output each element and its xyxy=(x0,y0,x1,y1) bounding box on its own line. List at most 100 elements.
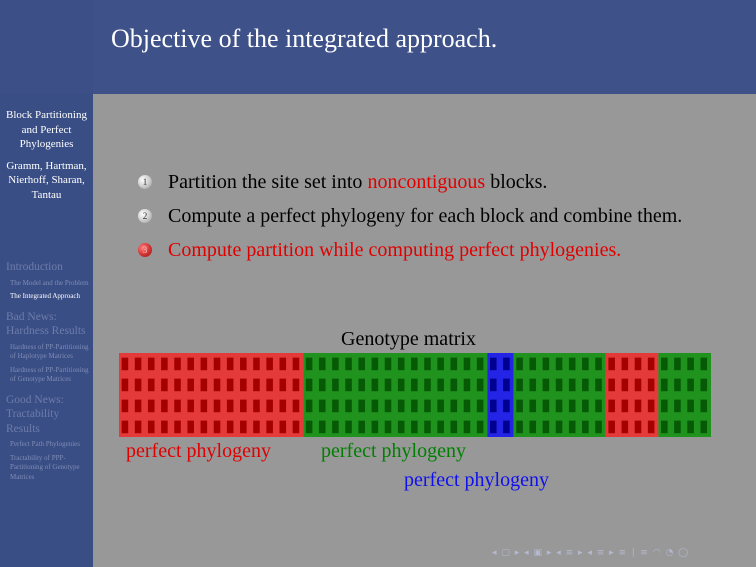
matrix-cell xyxy=(318,399,326,413)
sidebar-item-hardness-genotype[interactable]: Hardness of PP-Partitioning of Genotype … xyxy=(10,365,89,384)
sidebar-section-hardness[interactable]: Bad News: Hardness Results xyxy=(6,310,86,338)
matrix-cell xyxy=(187,357,194,371)
matrix-cell xyxy=(332,378,339,392)
matrix-cell xyxy=(134,357,142,371)
matrix-cell xyxy=(476,378,484,392)
list-item: 1 Partition the site set into noncontigu… xyxy=(137,168,737,196)
matrix-cell xyxy=(608,420,615,434)
matrix-cell xyxy=(595,378,602,392)
matrix-cell xyxy=(529,399,537,413)
matrix-cell xyxy=(147,420,155,434)
sidebar-item-model-and-problem[interactable]: The Model and the Problem xyxy=(10,278,89,287)
matrix-cell xyxy=(411,378,418,392)
matrix-cell xyxy=(647,420,655,434)
sidebar-section-tractability[interactable]: Good News: Tractability Results xyxy=(6,393,64,435)
matrix-cell xyxy=(134,420,142,434)
matrix-cell xyxy=(595,420,602,434)
matrix-cell xyxy=(226,399,234,413)
matrix-cell xyxy=(647,378,655,392)
matrix-cell xyxy=(253,399,260,413)
matrix-cell xyxy=(253,378,260,392)
matrix-cell xyxy=(266,399,273,413)
block-label-red: perfect phylogeny xyxy=(126,440,271,462)
sidebar-talk-info: Block Partitioning and Perfect Phylogeni… xyxy=(0,108,93,202)
matrix-cell xyxy=(568,420,576,434)
matrix-cell xyxy=(358,399,366,413)
matrix-cell xyxy=(174,378,181,392)
matrix-cell xyxy=(687,420,694,434)
item-number-bullet: 3 xyxy=(138,243,152,257)
matrix-cell xyxy=(305,378,313,392)
matrix-cell xyxy=(463,378,471,392)
matrix-cell xyxy=(634,378,642,392)
matrix-cell xyxy=(292,378,300,392)
matrix-cell xyxy=(332,357,339,371)
matrix-block-green xyxy=(303,353,488,437)
matrix-cell xyxy=(345,378,352,392)
matrix-cell xyxy=(397,357,405,371)
matrix-cell xyxy=(595,399,602,413)
matrix-cell xyxy=(358,378,366,392)
list-item: 3 Compute partition while computing perf… xyxy=(137,236,737,264)
matrix-cell xyxy=(568,357,576,371)
sidebar-item-integrated-approach[interactable]: The Integrated Approach xyxy=(10,292,80,300)
matrix-cell xyxy=(582,378,589,392)
matrix-cell xyxy=(161,399,168,413)
matrix-cell xyxy=(213,399,221,413)
matrix-cell xyxy=(174,420,181,434)
beamer-navigation-controls[interactable]: ◂ ▢ ▸ ◂ ▣ ▸ ◂ ≡ ▸ ◂ ≡ ▸ ≡ ∣ ≡ ◠ ◔ ◯ xyxy=(492,548,690,558)
matrix-block-red xyxy=(119,353,304,437)
matrix-cell xyxy=(266,420,273,434)
matrix-cell xyxy=(463,420,471,434)
matrix-cell xyxy=(463,357,471,371)
matrix-cell xyxy=(384,399,392,413)
matrix-cell xyxy=(516,357,523,371)
matrix-cell xyxy=(555,378,563,392)
matrix-cell xyxy=(687,357,694,371)
matrix-cell xyxy=(700,357,708,371)
matrix-cell xyxy=(700,420,708,434)
matrix-cell xyxy=(318,420,326,434)
matrix-cell xyxy=(661,378,668,392)
matrix-cell xyxy=(187,378,194,392)
sidebar-item-tractability-ppp[interactable]: Tractability of PPP-Partitioning of Geno… xyxy=(10,453,80,481)
list-item-text-end: blocks. xyxy=(485,171,548,193)
sidebar-section-introduction[interactable]: Introduction xyxy=(6,261,63,273)
matrix-cell xyxy=(608,399,615,413)
matrix-cell xyxy=(621,357,629,371)
matrix-cell xyxy=(305,357,313,371)
sidebar-item-perfect-path-phylogenies[interactable]: Perfect Path Phylogenies xyxy=(10,440,80,448)
matrix-cell xyxy=(279,378,287,392)
matrix-cell xyxy=(371,378,379,392)
matrix-cell xyxy=(332,399,339,413)
matrix-cell xyxy=(384,378,392,392)
matrix-cell xyxy=(568,378,576,392)
talk-title[interactable]: Block Partitioning and Perfect Phylogeni… xyxy=(6,109,87,150)
matrix-cell xyxy=(463,399,471,413)
matrix-cell xyxy=(647,357,655,371)
matrix-cell xyxy=(318,357,326,371)
matrix-cell xyxy=(424,420,431,434)
matrix-cell xyxy=(345,420,352,434)
matrix-cell xyxy=(476,357,484,371)
sidebar-item-hardness-haplotype[interactable]: Hardness of PP-Partitioning of Haplotype… xyxy=(10,342,89,361)
talk-authors[interactable]: Gramm, Hartman, Nierhoff, Sharan, Tantau xyxy=(6,159,87,201)
matrix-cell xyxy=(437,420,444,434)
matrix-cell xyxy=(213,357,221,371)
enumerated-list: 1 Partition the site set into noncontigu… xyxy=(137,168,737,270)
item-number-bullet: 2 xyxy=(138,209,152,223)
matrix-cell xyxy=(121,399,129,413)
matrix-cell xyxy=(582,420,589,434)
matrix-cell xyxy=(292,399,300,413)
sidebar-logo-area xyxy=(0,0,93,94)
matrix-cell xyxy=(174,357,181,371)
matrix-cell xyxy=(213,378,221,392)
matrix-cell xyxy=(555,399,563,413)
matrix-cell xyxy=(121,357,129,371)
matrix-cell xyxy=(489,399,497,413)
matrix-cell xyxy=(529,357,537,371)
matrix-cell xyxy=(253,420,260,434)
matrix-cell xyxy=(555,420,563,434)
block-label-blue: perfect phylogeny xyxy=(404,469,549,491)
matrix-cell xyxy=(253,357,260,371)
